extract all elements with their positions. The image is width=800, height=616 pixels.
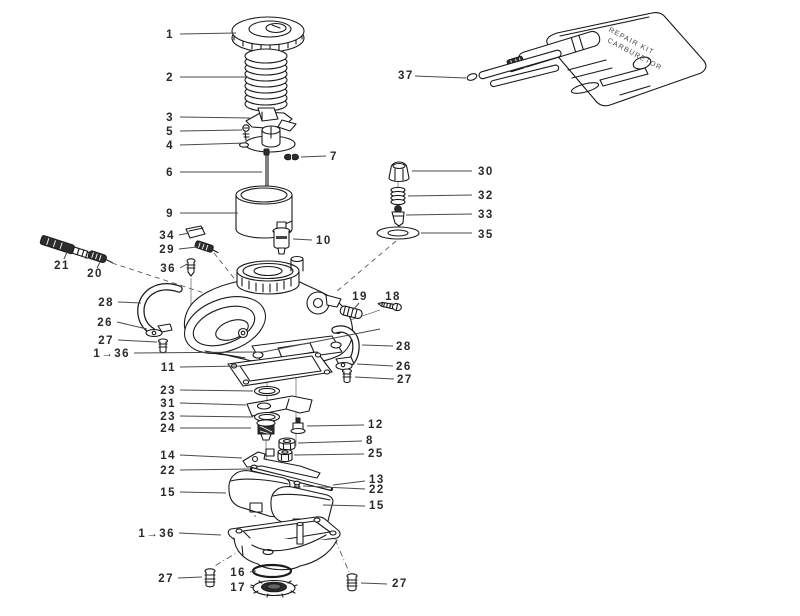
part-33-plunger <box>391 205 405 227</box>
callout-8: 8 <box>366 435 374 447</box>
callout-15-left: 15 <box>160 487 176 499</box>
part-37-repair-kit: REPAIR KIT CARBURETOR <box>466 12 707 107</box>
part-2-spring <box>244 48 288 112</box>
callout-32: 32 <box>478 190 494 202</box>
callout-4: 4 <box>166 140 174 152</box>
part-36-screw <box>186 258 196 277</box>
callout-11: 11 <box>161 362 176 374</box>
callout-26-right: 26 <box>396 361 412 373</box>
callout-27-bottom-right: 27 <box>392 578 408 590</box>
callout-35: 35 <box>478 229 494 241</box>
part-24-main-jet <box>256 419 276 441</box>
callout-labels: 1 2 3 5 4 7 6 9 34 29 10 36 30 32 33 35 … <box>54 29 494 594</box>
part-17-drain-plug <box>250 579 298 598</box>
part-28-left-hose <box>137 283 183 335</box>
callout-23-lower: 23 <box>160 411 176 423</box>
part-19-spring <box>339 305 363 320</box>
part-27-left-screw <box>157 338 169 354</box>
callout-29: 29 <box>159 244 175 256</box>
part-20-coupling <box>87 250 113 264</box>
part-35-washer <box>376 226 420 240</box>
callout-3: 3 <box>166 112 174 124</box>
callout-7: 7 <box>330 151 338 163</box>
callout-17: 17 <box>230 582 246 594</box>
part-26-right-bracket <box>335 356 355 371</box>
part-12-valve-seat <box>290 417 306 435</box>
callout-33: 33 <box>478 209 494 221</box>
callout-14: 14 <box>160 450 176 462</box>
callout-9: 9 <box>166 208 174 220</box>
callout-34: 34 <box>159 230 175 242</box>
part-27-right-screw <box>341 368 353 384</box>
callout-6: 6 <box>166 167 174 179</box>
part-3-bracket <box>245 107 297 132</box>
callout-16: 16 <box>230 567 246 579</box>
callout-27-right: 27 <box>397 374 413 386</box>
part-8-nut <box>278 437 296 451</box>
part-32-spring-small <box>390 186 406 206</box>
callout-30: 30 <box>478 166 494 178</box>
part-23-oring-upper <box>253 385 281 397</box>
callout-25: 25 <box>368 448 384 460</box>
callout-18: 18 <box>385 291 401 303</box>
part-27-bottom-left-screw <box>204 568 216 588</box>
callout-1: 1 <box>166 29 174 41</box>
callout-28-left: 28 <box>98 297 114 309</box>
callout-31: 31 <box>160 398 176 410</box>
part-10-needle-jet <box>272 221 291 255</box>
callout-22-right: 22 <box>369 484 385 496</box>
callout-range-lower: 1→36 <box>138 528 175 540</box>
leader-lines <box>63 32 473 589</box>
callout-23-upper: 23 <box>160 385 176 397</box>
callout-2: 2 <box>166 72 174 84</box>
callout-10: 10 <box>316 235 332 247</box>
part-4-plate <box>238 125 296 153</box>
callout-range-upper: 1→36 <box>93 348 130 360</box>
callout-19: 19 <box>352 291 368 303</box>
part-27-bottom-right-screw <box>346 573 358 592</box>
part-34-clip <box>185 225 206 239</box>
callout-15-right: 15 <box>369 500 385 512</box>
callout-28-right: 28 <box>396 341 412 353</box>
part-7-e-clip <box>284 153 299 161</box>
callout-26-left: 26 <box>97 317 113 329</box>
part-31-plate <box>246 395 313 417</box>
callout-27-left: 27 <box>98 335 114 347</box>
callout-36: 36 <box>160 263 176 275</box>
callout-22-left: 22 <box>160 465 176 477</box>
carburetor-body <box>183 255 354 366</box>
part-29-needle-piece <box>194 240 219 254</box>
callout-24: 24 <box>160 423 176 435</box>
part-5-screw <box>242 124 250 141</box>
callout-5: 5 <box>166 126 174 138</box>
part-11-gasket <box>227 351 333 387</box>
callout-12: 12 <box>368 419 384 431</box>
callout-13: 13 <box>369 474 385 486</box>
callout-27-bottom-left: 27 <box>158 573 174 585</box>
part-25-jet <box>277 448 293 463</box>
part-1-cap <box>231 16 305 53</box>
part-26-left-bracket <box>145 323 173 338</box>
float-bowl <box>227 516 341 571</box>
callout-20: 20 <box>87 268 103 280</box>
part-13-float-pin <box>250 467 333 491</box>
callout-37: 37 <box>398 70 414 82</box>
callout-21: 21 <box>54 260 70 272</box>
